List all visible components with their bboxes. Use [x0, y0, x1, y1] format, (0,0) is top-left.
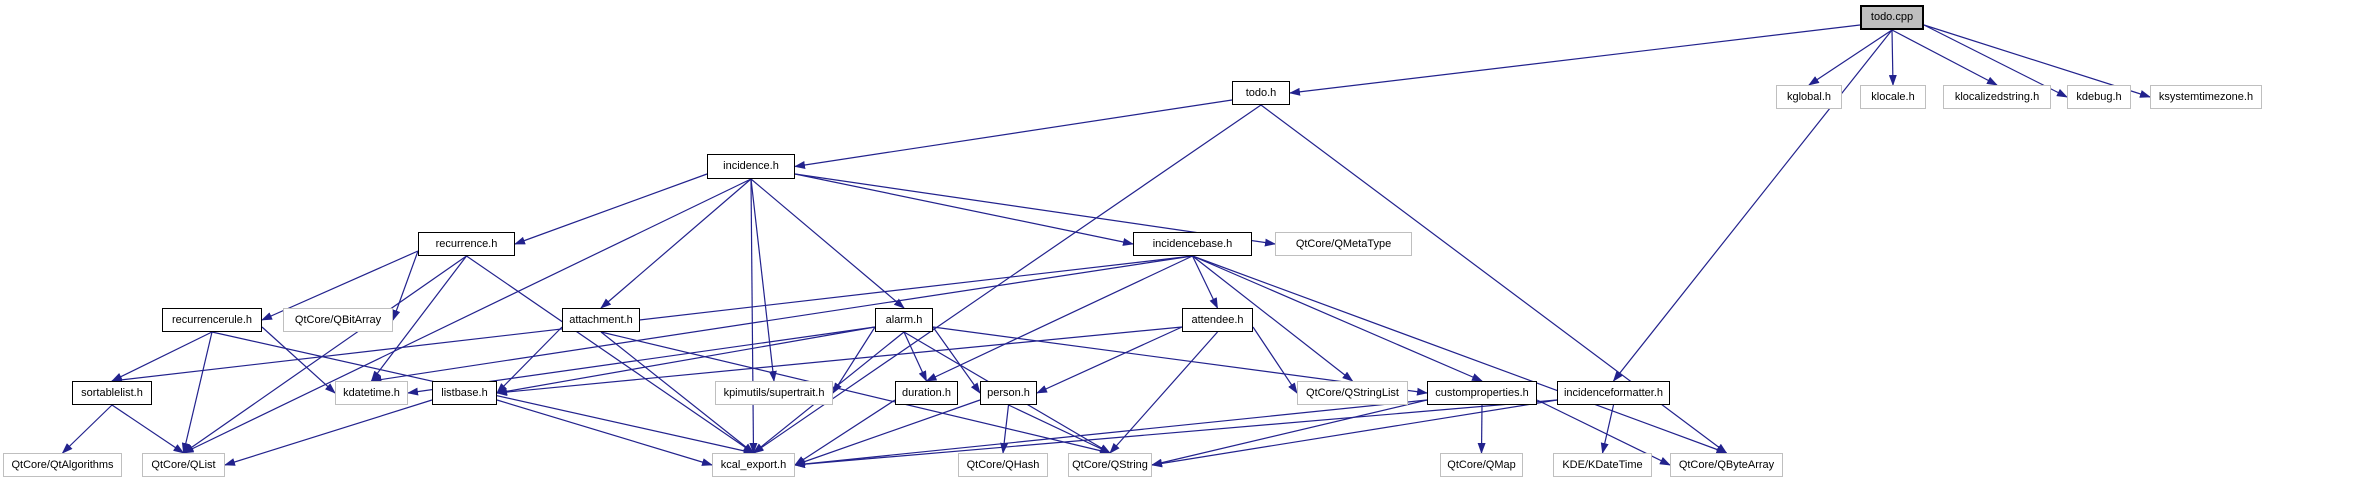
edge-incidencebase-h-to-sortablelist-h	[111, 255, 1193, 384]
node-kcal-export-h: kcal_export.h	[712, 453, 795, 477]
edge-incidencebase-h-to-duration-h	[925, 255, 1193, 382]
edge-attendee-h-to-person-h	[1036, 326, 1183, 394]
edge-incidence-h-to-alarm-h	[750, 178, 905, 309]
edge-incidenceformatter-h-to-kde-kdatetime	[1600, 404, 1615, 454]
edge-incidence-h-to-kcal-export-h	[749, 178, 758, 454]
node-qbytearray: QtCore/QByteArray	[1670, 453, 1783, 477]
node-customproperties-h[interactable]: customproperties.h	[1427, 381, 1537, 405]
edge-todo-cpp-to-kglobal-h	[1808, 29, 1893, 86]
edge-recurrence-h-to-qlist	[182, 255, 467, 454]
edge-todo-cpp-to-todo-h	[1289, 24, 1861, 96]
edge-todo-cpp-to-incidenceformatter-h	[1612, 29, 1893, 382]
edge-incidencebase-h-to-qstringlist	[1192, 255, 1354, 382]
node-duration-h[interactable]: duration.h	[895, 381, 958, 405]
edge-recurrencerule-h-to-sortablelist-h	[111, 331, 213, 382]
edge-attachment-h-to-kcal-export-h	[600, 331, 755, 454]
edge-attendee-h-to-qstring	[1109, 331, 1218, 454]
edge-recurrence-h-to-kcal-export-h	[466, 255, 755, 454]
node-todo-cpp[interactable]: todo.cpp	[1860, 5, 1924, 30]
node-qlist: QtCore/QList	[142, 453, 225, 477]
node-qbitarray: QtCore/QBitArray	[283, 308, 393, 332]
edge-incidencebase-h-to-attendee-h	[1191, 255, 1219, 309]
edge-alarm-h-to-listbase-h	[496, 326, 876, 396]
edge-alarm-h-to-person-h	[932, 326, 981, 394]
edge-todo-cpp-to-klocalizedstring-h	[1891, 29, 1998, 86]
edge-attachment-h-to-listbase-h	[496, 326, 563, 394]
node-supertrait-h: kpimutils/supertrait.h	[715, 381, 833, 405]
edge-customproperties-h-to-kcal-export-h	[794, 399, 1428, 468]
edge-todo-h-to-incidence-h	[794, 99, 1233, 169]
node-qstringlist: QtCore/QStringList	[1297, 381, 1408, 405]
edge-incidenceformatter-h-to-kcal-export-h	[794, 399, 1558, 469]
edge-alarm-h-to-supertrait-h	[832, 326, 876, 394]
node-qmap: QtCore/QMap	[1440, 453, 1523, 477]
node-attachment-h[interactable]: attachment.h	[562, 308, 640, 332]
node-sortablelist-h[interactable]: sortablelist.h	[72, 381, 152, 405]
edge-recurrence-h-to-qbitarray	[392, 250, 419, 321]
edge-incidence-h-to-attachment-h	[600, 178, 752, 309]
node-qstring: QtCore/QString	[1068, 453, 1152, 477]
node-klocalizedstring-h: klocalizedstring.h	[1943, 85, 2051, 109]
node-incidence-h[interactable]: incidence.h	[707, 154, 795, 179]
edge-person-h-to-qhash	[1000, 404, 1010, 454]
node-todo-h[interactable]: todo.h	[1232, 81, 1290, 105]
node-listbase-h[interactable]: listbase.h	[432, 381, 497, 405]
edge-incidence-h-to-recurrence-h	[514, 173, 708, 245]
edge-duration-h-to-kcal-export-h	[794, 399, 896, 466]
node-klocale-h: klocale.h	[1860, 85, 1926, 109]
node-incidencebase-h[interactable]: incidencebase.h	[1133, 232, 1252, 256]
node-kde-kdatetime: KDE/KDateTime	[1553, 453, 1652, 477]
edge-sortablelist-h-to-qlist	[111, 404, 185, 454]
edge-recurrence-h-to-kdatetime-h	[370, 255, 467, 382]
edge-attachment-h-to-qstring	[600, 331, 1111, 455]
node-recurrence-h[interactable]: recurrence.h	[418, 232, 515, 256]
node-incidenceformatter-h[interactable]: incidenceformatter.h	[1557, 381, 1670, 405]
edge-listbase-h-to-kcal-export-h	[496, 399, 713, 466]
edge-incidencebase-h-to-customproperties-h	[1192, 255, 1483, 382]
edge-attendee-h-to-qstringlist	[1252, 326, 1298, 394]
edge-incidence-h-to-incidencebase-h	[794, 173, 1134, 246]
edge-incidencebase-h-to-qbytearray	[1192, 255, 1728, 454]
edge-incidenceformatter-h-to-qstring	[1151, 399, 1558, 468]
edge-incidencebase-h-to-kdatetime-h	[370, 255, 1193, 384]
node-kglobal-h: kglobal.h	[1776, 85, 1842, 109]
edge-person-h-to-qstring	[1008, 404, 1111, 454]
edge-todo-h-to-kcal-export-h	[752, 104, 1262, 454]
node-recurrencerule-h[interactable]: recurrencerule.h	[162, 308, 262, 332]
edge-recurrencerule-h-to-qlist	[181, 331, 213, 454]
node-person-h[interactable]: person.h	[980, 381, 1037, 405]
edge-incidence-h-to-supertrait-h	[750, 178, 777, 382]
node-qtalgorithms: QtCore/QtAlgorithms	[3, 453, 122, 477]
edge-customproperties-h-to-qstring	[1151, 399, 1428, 467]
edge-sortablelist-h-to-qtalgorithms	[61, 404, 113, 454]
edge-customproperties-h-to-qmap	[1477, 404, 1486, 454]
node-ksystemtimezone-h: ksystemtimezone.h	[2150, 85, 2262, 109]
node-attendee-h[interactable]: attendee.h	[1182, 308, 1253, 332]
edge-person-h-to-kcal-export-h	[794, 399, 981, 466]
node-kdatetime-h: kdatetime.h	[335, 381, 408, 405]
node-kdebug-h: kdebug.h	[2067, 85, 2131, 109]
edge-incidence-h-to-qlist	[182, 178, 752, 454]
edge-attendee-h-to-listbase-h	[496, 326, 1183, 397]
edge-todo-cpp-to-klocale-h	[1888, 29, 1897, 86]
node-qmetatype: QtCore/QMetaType	[1275, 232, 1412, 256]
edge-alarm-h-to-duration-h	[903, 331, 928, 382]
node-alarm-h[interactable]: alarm.h	[875, 308, 933, 332]
node-qhash: QtCore/QHash	[958, 453, 1048, 477]
edge-listbase-h-to-qlist	[224, 399, 433, 466]
